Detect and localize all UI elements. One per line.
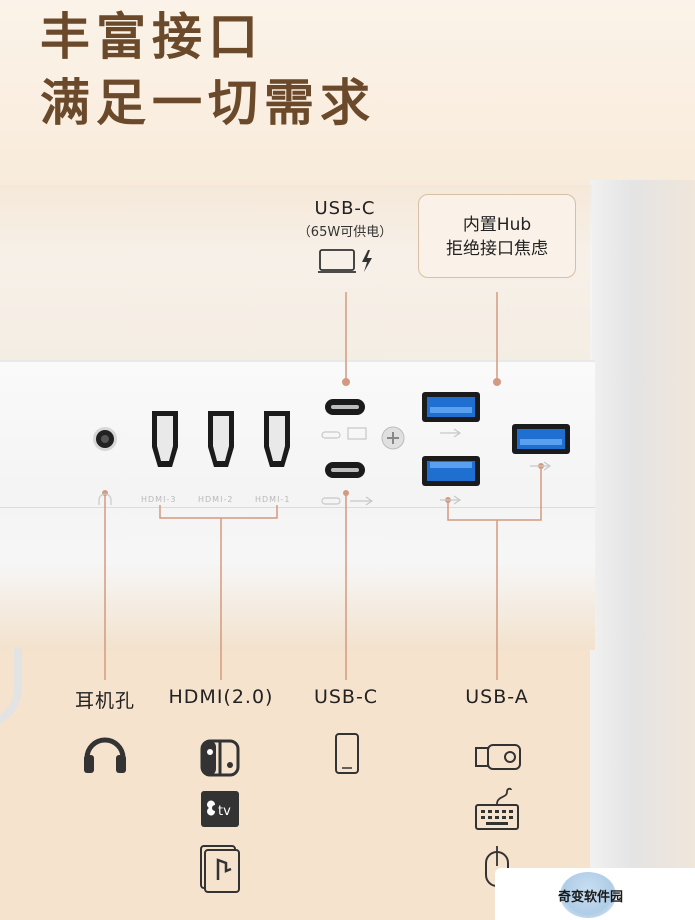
game-console-icon xyxy=(200,739,240,777)
hdmi1-port-label: HDMI-1 xyxy=(255,495,291,504)
keyboard-icon xyxy=(475,787,519,830)
connector-dots xyxy=(102,378,544,503)
panel-seam xyxy=(0,507,595,508)
category-usba-label: USB-A xyxy=(465,686,529,708)
hdmi3-port-label: HDMI-3 xyxy=(141,495,177,504)
laptop-charge-icons xyxy=(318,248,378,276)
headline-line2: 满足一切需求 xyxy=(40,74,376,132)
usba-port-bottom-left xyxy=(422,456,480,486)
headphone-jack xyxy=(93,427,117,451)
apple-tv-text: tv xyxy=(218,804,231,819)
hdmi-port-1 xyxy=(264,411,290,467)
connector-lines xyxy=(104,292,542,680)
usbc-callout: USB-C （65W可供电） xyxy=(295,198,395,240)
hub-callout-line1: 内置Hub xyxy=(462,215,532,235)
usba-bracket xyxy=(447,466,542,521)
hdmi-port-2 xyxy=(208,411,234,467)
usbc-callout-subtitle: （65W可供电） xyxy=(297,225,393,240)
laptop-charging-icon xyxy=(318,249,372,273)
hdmi-ports xyxy=(152,411,290,467)
hub-callout: 内置Hub 拒绝接口焦虑 xyxy=(418,194,576,278)
category-hdmi-label: HDMI(2.0) xyxy=(168,686,274,708)
usb-symbols xyxy=(440,428,552,505)
watermark-logo xyxy=(560,872,616,918)
smartphone-icon xyxy=(335,733,359,774)
playstation-icon xyxy=(200,845,240,893)
category-headphone-label: 耳机孔 xyxy=(74,690,135,712)
apple-tv-icon: tv xyxy=(201,791,239,827)
headline-line1: 丰富接口 xyxy=(40,8,264,66)
usbc-ports xyxy=(321,399,374,506)
usba-port-top-left xyxy=(422,392,480,422)
usba-ports xyxy=(422,392,570,505)
watermark-text: 奇变软件园 xyxy=(558,890,624,905)
monitor-side xyxy=(590,180,695,920)
usb-drive-icon xyxy=(475,744,521,770)
hub-callout-line2: 拒绝接口焦虑 xyxy=(446,239,548,259)
usbc-callout-title: USB-C xyxy=(314,198,376,219)
screw-icon xyxy=(381,426,405,450)
hdmi-bracket xyxy=(159,505,278,519)
hdmi2-port-label: HDMI-2 xyxy=(198,495,234,504)
headphones-icon xyxy=(84,737,126,773)
hdmi-port-3 xyxy=(152,411,178,467)
category-usbc-label: USB-C xyxy=(313,686,379,708)
headphone-legend-icon xyxy=(98,493,112,505)
usba-port-right xyxy=(512,424,570,454)
